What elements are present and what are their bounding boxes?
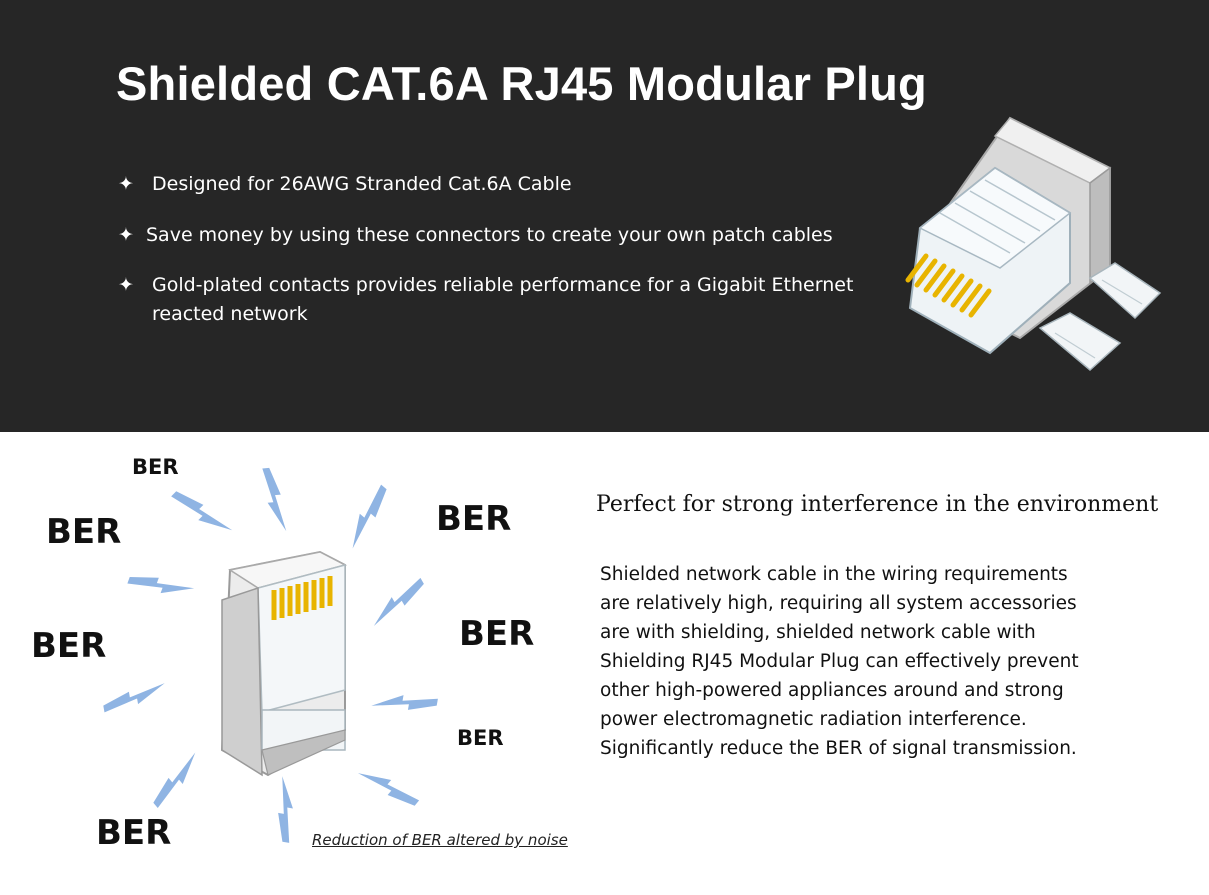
sparkle-star-icon: ✦ [118,274,134,296]
feature-text: Save money by using these connectors to … [146,224,833,246]
page-title: Shielded CAT.6A RJ45 Modular Plug [116,57,927,110]
lightning-bolt-icon [337,484,396,549]
rj45-plug-product-image [905,116,1162,371]
ber-label: BER [459,614,535,654]
feature-text: Designed for 26AWG Stranded Cat.6A Cable [152,173,572,195]
description-line: Significantly reduce the BER of signal t… [600,738,1077,759]
lightning-bolt-icon [101,683,168,713]
rj45-plug-illustration [220,550,348,777]
interference-section [0,432,1209,895]
lightning-bolt-icon [271,776,301,843]
ber-label: BER [31,626,107,666]
description-line: Shielding RJ45 Modular Plug can effectiv… [600,651,1079,672]
ber-label: BER [46,512,122,552]
lightning-bolt-icon [262,466,287,533]
header-banner: Shielded CAT.6A RJ45 Modular Plug ✦ Desi… [0,0,1209,432]
feature-text: Gold-plated contacts provides reliable p… [152,274,854,325]
lightning-bolt-icon [145,752,208,808]
section-heading: Perfect for strong interference in the e… [596,492,1159,517]
lightning-bolt-icon [357,759,420,815]
description-line: Shielded network cable in the wiring req… [600,564,1068,585]
description-line: power electromagnetic radiation interfer… [600,709,1027,730]
sparkle-star-icon: ✦ [118,173,134,195]
sparkle-star-icon: ✦ [118,224,134,246]
lightning-bolt-icon [364,577,430,627]
description-line: other high-powered appliances around and… [600,680,1064,701]
lightning-bolt-icon [127,566,195,606]
ber-label: BER [96,813,172,853]
description-line: are relatively high, requiring all syste… [600,593,1077,614]
lightning-bolt-icon [171,482,233,544]
diagram-caption: Reduction of BER altered by noise [312,831,568,849]
ber-label: BER [132,455,179,479]
description-line: are with shielding, shielded network cab… [600,622,1036,643]
ber-label: BER [436,499,512,539]
ber-label: BER [457,726,504,750]
interference-bolts-diagram [101,466,438,843]
lightning-bolt-icon [371,687,438,717]
description-paragraph: Shielded network cable in the wiring req… [600,560,1160,763]
